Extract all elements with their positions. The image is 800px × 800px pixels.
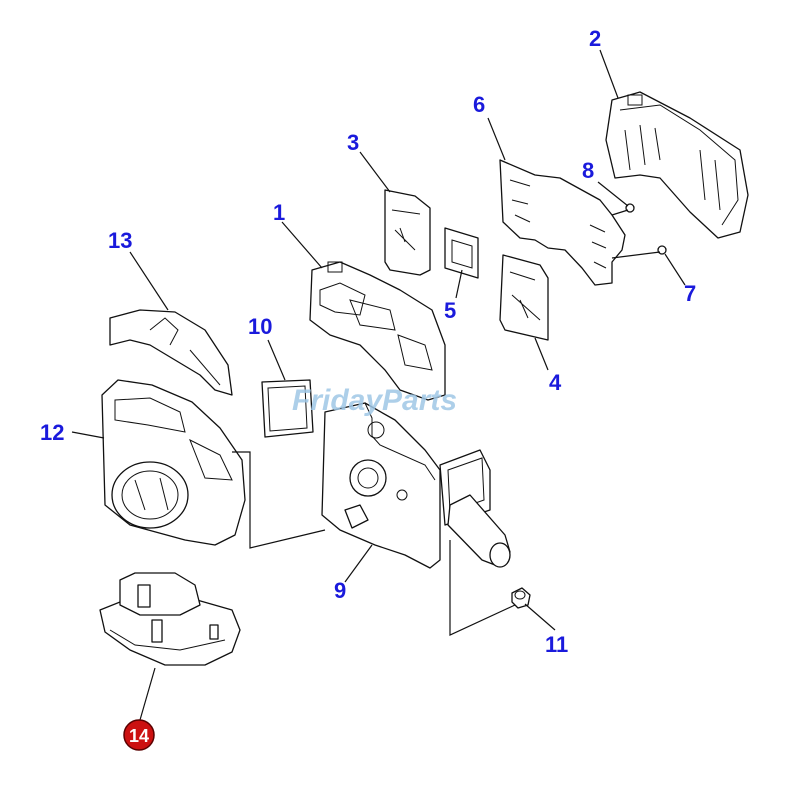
callout-9: 9 — [334, 578, 346, 603]
assembly-lines — [232, 209, 661, 636]
part-2-rear-housing — [605, 91, 749, 239]
part-14-bottom-cup — [99, 572, 241, 666]
callout-2: 2 — [589, 26, 601, 51]
callout-5: 5 — [444, 298, 456, 323]
part-1-front-panel — [309, 261, 446, 401]
part-10-gasket — [261, 379, 314, 438]
callout-6: 6 — [473, 92, 485, 117]
callout-11: 11 — [545, 632, 568, 657]
callout-13: 13 — [108, 228, 132, 253]
callout-labels: 1 2 3 4 5 6 7 8 9 10 11 12 13 — [40, 26, 696, 657]
part-11-knob — [511, 587, 531, 609]
watermark-text: FridayParts — [292, 384, 457, 417]
callout-8: 8 — [582, 158, 594, 183]
leader-lines — [71, 49, 686, 721]
part-6-gasket-plate — [499, 159, 626, 286]
part-13-upper-cover — [109, 309, 233, 396]
callout-7: 7 — [684, 281, 696, 306]
badge-circle — [123, 719, 155, 751]
callout-4: 4 — [549, 370, 562, 395]
part-9-switch-assembly — [321, 402, 511, 569]
callout-1: 1 — [273, 200, 285, 225]
part-5-small-frame — [444, 227, 479, 279]
callout-10: 10 — [248, 314, 272, 339]
callout-3: 3 — [347, 130, 359, 155]
part-3-dial-plate — [384, 189, 431, 276]
part-7-screw — [657, 245, 667, 255]
part-12-lower-housing — [101, 379, 246, 546]
part-4-dial-plate — [499, 254, 549, 341]
callout-12: 12 — [40, 420, 64, 445]
callout-14-badge: 14 — [123, 719, 155, 751]
callout-14: 14 — [129, 726, 149, 746]
